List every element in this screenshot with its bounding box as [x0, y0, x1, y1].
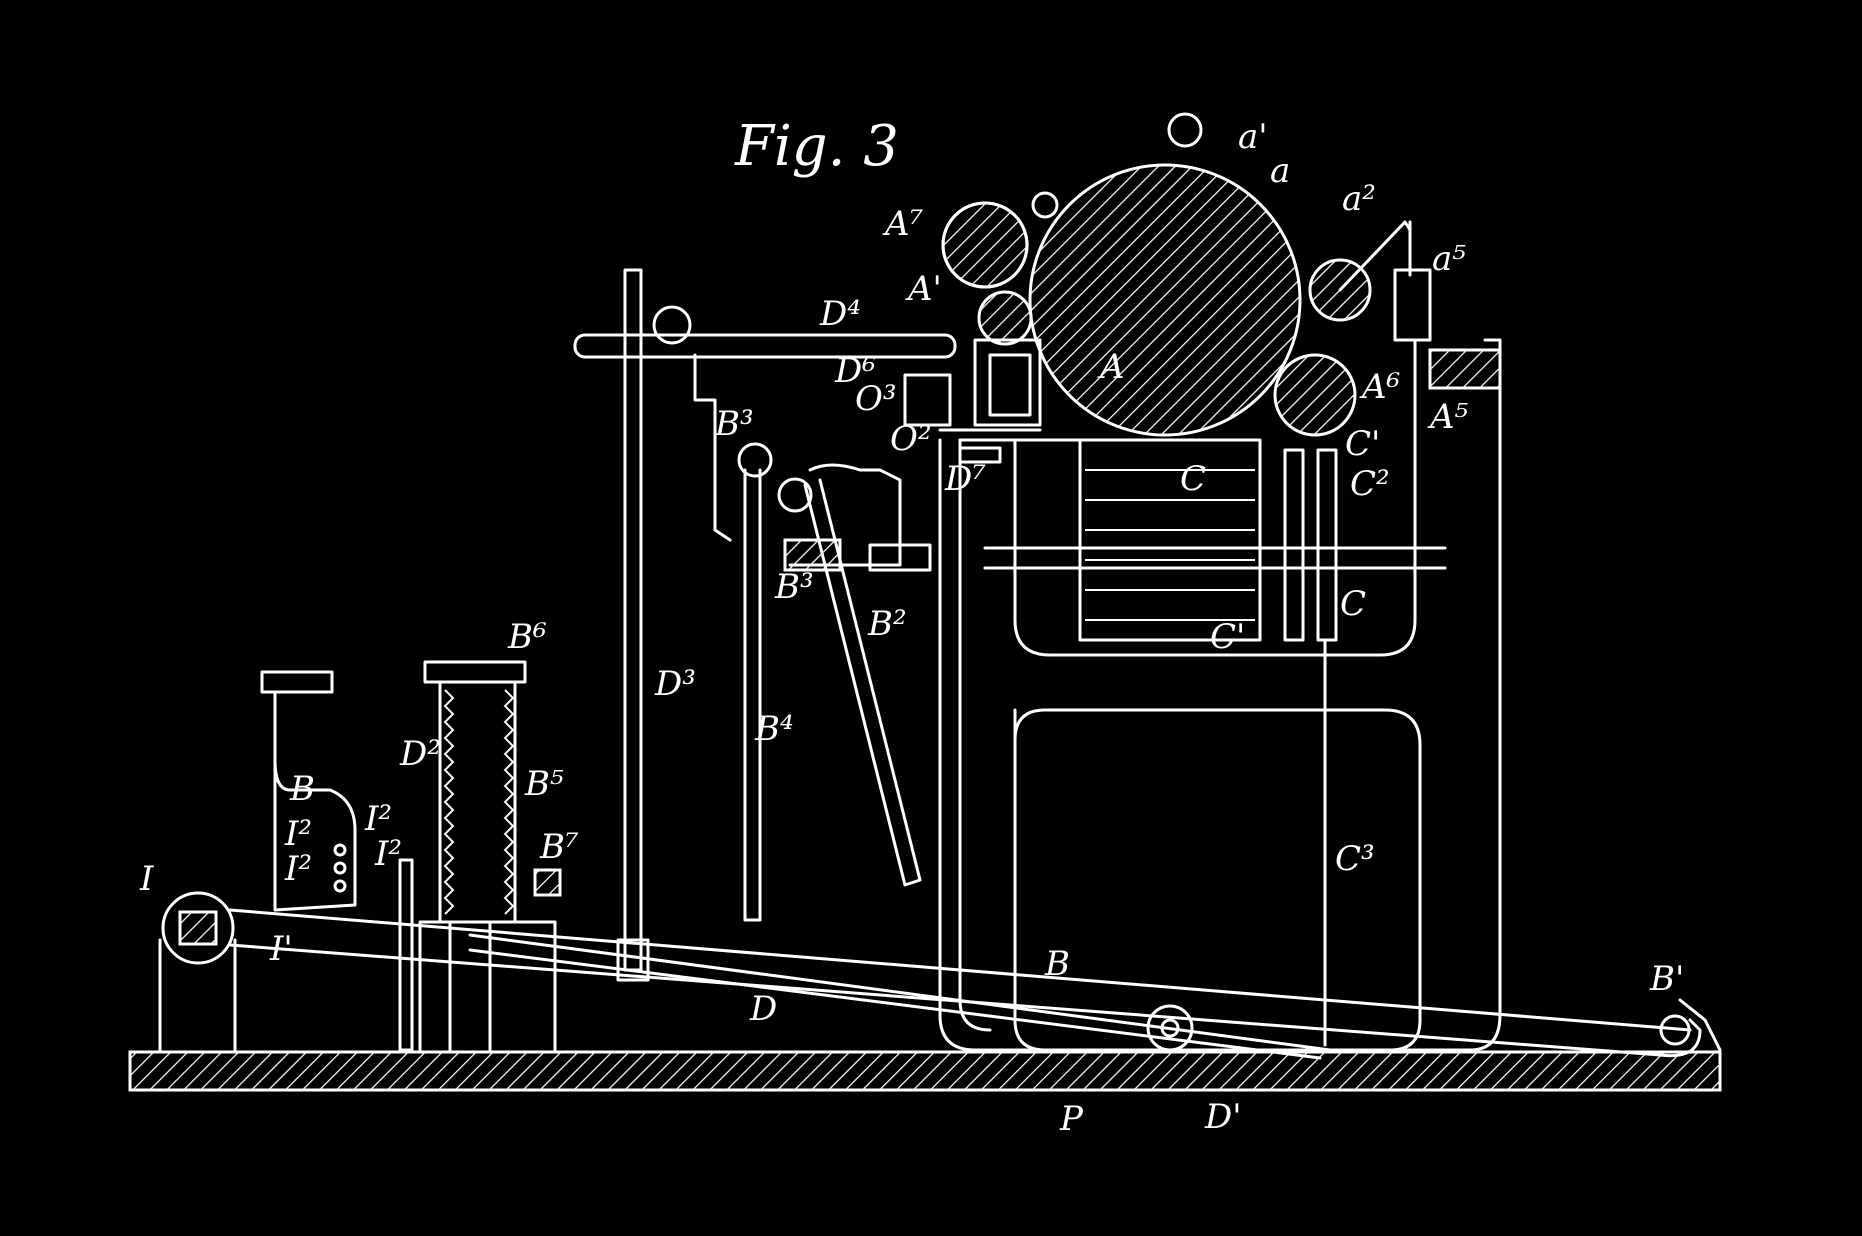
label-B1: B' [1649, 959, 1684, 999]
label-A6: A⁶ [1359, 367, 1400, 407]
label-I2-d: I² [374, 834, 402, 874]
label-B6: B⁶ [507, 617, 547, 657]
label-B-lever: B [1044, 944, 1070, 984]
label-C1-low: C' [1210, 617, 1245, 657]
label-O2: O² [890, 419, 932, 459]
label-B-upright: B [289, 769, 315, 809]
drum-cradle [903, 338, 1102, 464]
label-I1: I' [269, 929, 293, 969]
label-B3-top: B³ [714, 404, 754, 444]
machine-frame [938, 338, 1502, 1052]
label-C3: C³ [1335, 839, 1375, 879]
label-I2-c: I² [284, 849, 312, 889]
label-C1-top: C' [1345, 424, 1380, 464]
label-D7: D⁷ [944, 459, 986, 499]
screw-column [418, 660, 562, 1054]
label-C2: C² [1350, 464, 1390, 504]
base-plate [128, 1050, 1722, 1092]
label-O3: O³ [855, 379, 897, 419]
label-C: C [1340, 584, 1366, 624]
figure-title: Fig. 3 [734, 114, 899, 179]
label-D: D [749, 989, 777, 1029]
label-a1: a' [1238, 117, 1268, 157]
label-B2: B² [867, 604, 907, 644]
label-C-small: C [1180, 459, 1206, 499]
label-D1: D' [1204, 1097, 1242, 1137]
pivot-i [158, 858, 414, 1052]
label-A7: A⁷ [882, 204, 924, 244]
label-A: A [1097, 347, 1125, 387]
label-D6: D⁶ [834, 351, 876, 391]
label-B4: B⁴ [754, 709, 794, 749]
label-I: I [139, 859, 154, 899]
drum-a [941, 112, 1432, 437]
label-a: a [1270, 151, 1290, 191]
label-B3-low: B³ [774, 567, 814, 607]
pawl-b2 [737, 442, 932, 922]
label-D3: D³ [654, 664, 696, 704]
spool-c [983, 438, 1447, 1047]
label-D2: D² [399, 734, 441, 774]
link-d [468, 933, 1332, 1060]
label-D4: D⁴ [819, 294, 861, 334]
label-a5: a⁵ [1432, 239, 1466, 279]
label-A1: A' [905, 269, 942, 309]
label-I2-b: I² [364, 799, 392, 839]
label-B5: B⁵ [524, 764, 564, 804]
label-A5: A⁵ [1427, 397, 1469, 437]
label-P: P [1059, 1099, 1084, 1139]
label-a2: a² [1342, 179, 1376, 219]
label-B7: B⁷ [539, 827, 579, 867]
label-I2-a: I² [284, 814, 312, 854]
upright-b [260, 670, 357, 912]
